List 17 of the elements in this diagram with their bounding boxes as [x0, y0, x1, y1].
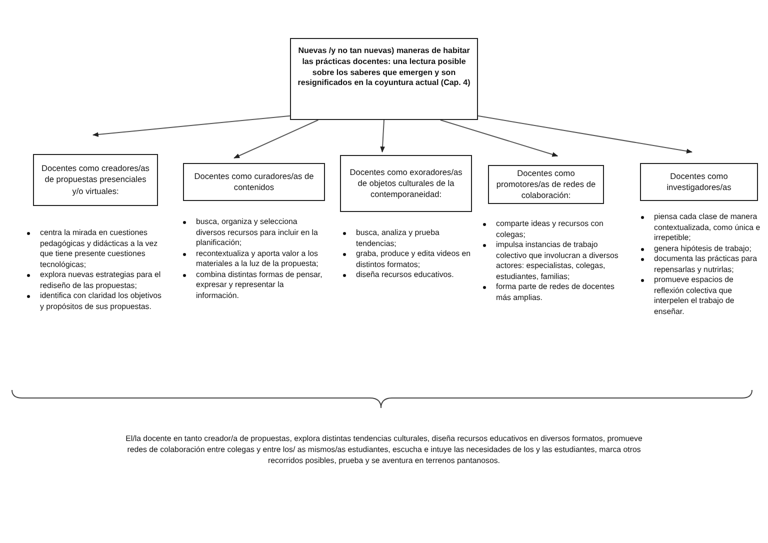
arrow: [380, 120, 385, 153]
category-box: [488, 165, 604, 204]
arrow: [478, 115, 692, 154]
category-title: Docentes como curadores/as de contenidos: [193, 170, 315, 194]
category-title: Docentes como exoradores/as de objetos culturales de la contemporaneidad:: [348, 166, 464, 200]
category-title: Docentes como promotores/as de redes de colaboración:: [495, 168, 597, 202]
category-box: [640, 163, 758, 201]
arrow: [234, 120, 319, 158]
title-box: [290, 38, 478, 120]
category-box: [33, 154, 158, 206]
title-text: Nuevas /y no tan nuevas) maneras de habitar las prácticas docentes: una lectura posible sobre los saberes que emergen y son resignificados en la coyuntura actual (Cap. 4): [296, 46, 472, 90]
category-title: Docentes como investigadores/as: [666, 170, 732, 194]
arrow: [92, 115, 290, 137]
category-box: [183, 163, 325, 201]
category-box: [340, 155, 472, 212]
category-title: Docentes como creadores/as de propuestas presenciales y/o virtuales:: [40, 163, 150, 197]
arrow: [440, 120, 558, 157]
